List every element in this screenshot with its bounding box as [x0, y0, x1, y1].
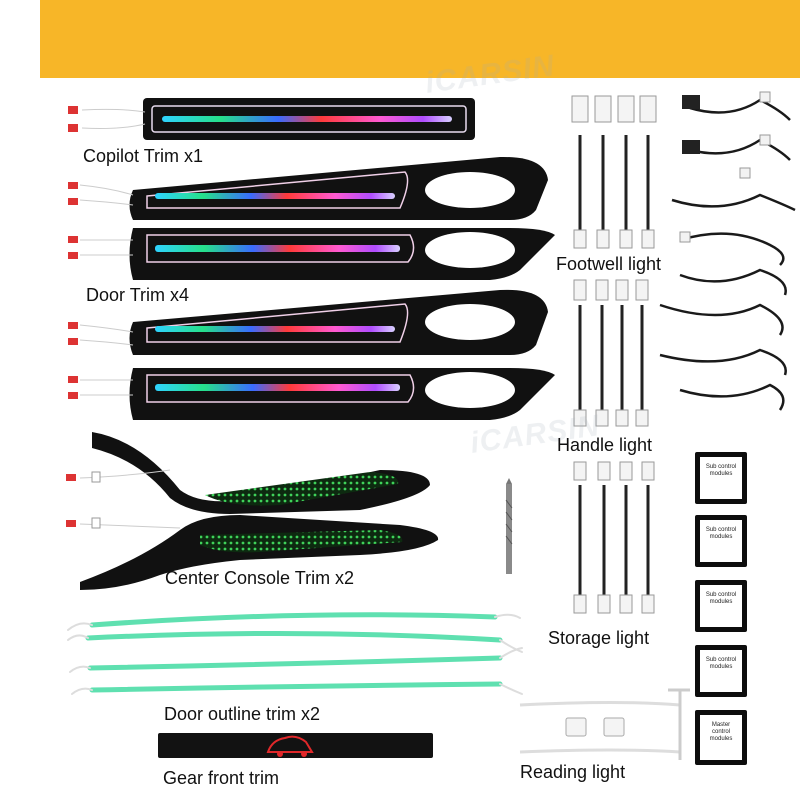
module-label: Sub control modules [705, 592, 737, 605]
label-door-outline-trim: Door outline trim x2 [164, 704, 321, 724]
label-reading-light: Reading light [520, 762, 626, 782]
door-trim-3 [129, 289, 548, 355]
top-banner [40, 0, 800, 78]
door-trim-1 [129, 156, 548, 220]
module-label: Sub control modules [705, 464, 737, 477]
footwell-lights [571, 95, 657, 249]
drill-bit [505, 478, 513, 574]
reading-lights [519, 688, 690, 760]
door-trim-4 [129, 368, 555, 420]
center-console-trim-1 [92, 432, 430, 514]
storage-lights [573, 461, 655, 614]
label-center-console-trim: Center Console Trim x2 [165, 568, 355, 588]
door-trim-2 [129, 228, 555, 280]
label-gear-front-trim: Gear front trim [163, 768, 280, 788]
door-trim-wires [79, 184, 134, 396]
gear-front-trim [158, 733, 433, 758]
center-console-trim-2 [80, 515, 439, 590]
control-modules [695, 452, 747, 765]
module-label: Sub control modules [705, 657, 737, 670]
handle-lights [573, 279, 649, 427]
label-copilot-trim: Copilot Trim x1 [83, 146, 204, 166]
label-door-trim: Door Trim x4 [86, 285, 190, 305]
label-handle-light: Handle light [557, 435, 653, 455]
wiring-harnesses [659, 98, 796, 411]
label-storage-light: Storage light [548, 628, 650, 648]
door-outline-trims [67, 612, 523, 695]
label-footwell-light: Footwell light [556, 254, 662, 274]
copilot-trim [68, 98, 475, 140]
module-label: Master control modules [709, 722, 733, 742]
module-label: Sub control modules [705, 527, 737, 540]
